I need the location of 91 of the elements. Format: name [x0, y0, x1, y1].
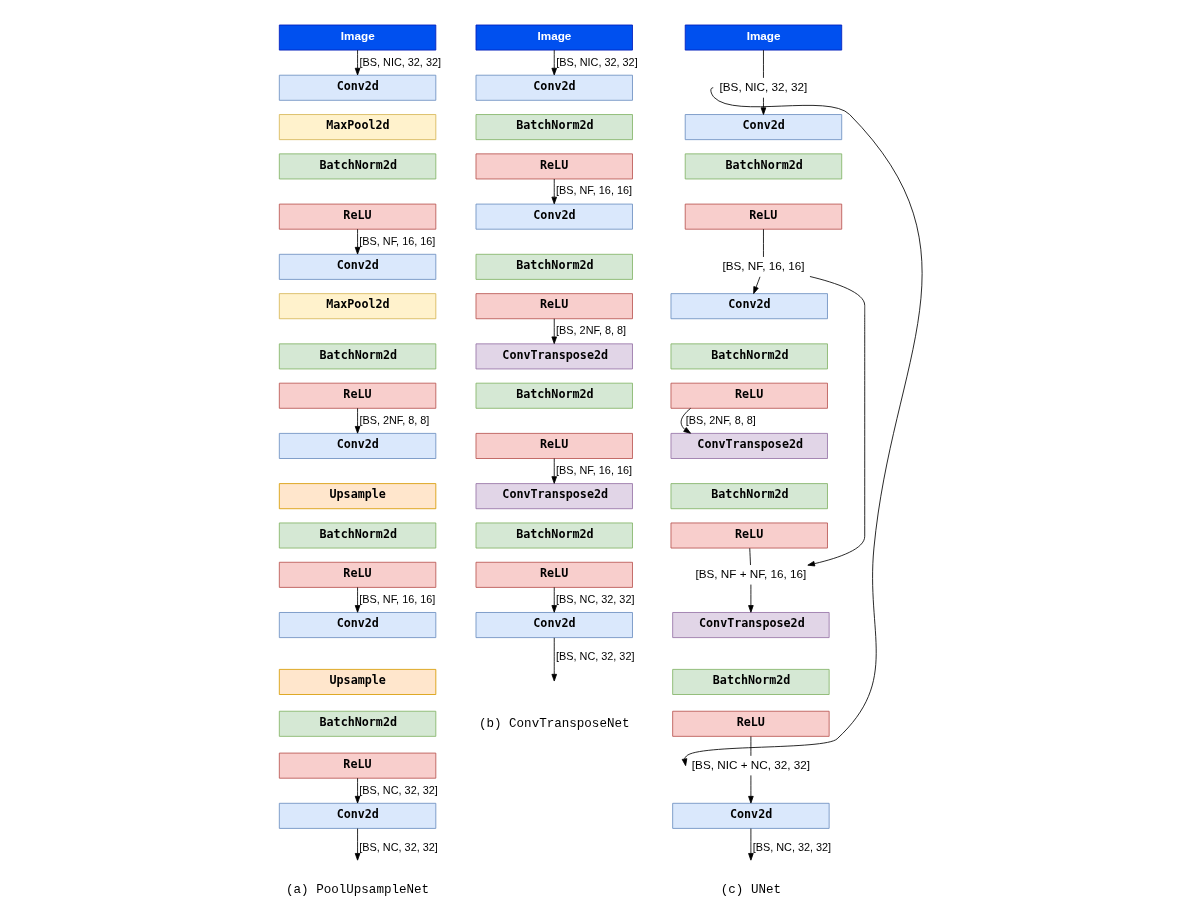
node-box: ReLU [278, 752, 437, 779]
arrow [551, 458, 557, 484]
node-box: ReLU [670, 522, 828, 549]
node-box: Conv2d [278, 612, 437, 638]
node-box: Conv2d [672, 802, 830, 829]
arrow [551, 318, 557, 344]
node-box: Conv2d [278, 802, 437, 829]
label: (b) ConvTransposeNet [478, 716, 630, 731]
node-box: Upsample [278, 483, 437, 510]
arrow [354, 828, 361, 861]
node-box: Conv2d [278, 432, 437, 459]
node-text: [BS, NF + NF, 16, 16] [695, 566, 807, 580]
node-box: BatchNorm2d [475, 114, 633, 141]
arrow [760, 97, 767, 115]
arrow [354, 777, 361, 804]
connector [749, 547, 751, 566]
node-box: ReLU [672, 710, 830, 737]
node-text: [BS, NF, 16, 16] [722, 258, 805, 272]
label: (a) PoolUpsampleNet [286, 883, 430, 898]
arrow [753, 276, 761, 295]
arrow [551, 587, 557, 613]
node-box: Image [278, 24, 437, 51]
node-box: ReLU [278, 203, 437, 230]
connector [763, 49, 764, 79]
node-box: ReLU [475, 432, 633, 459]
node-box: Upsample [278, 669, 437, 695]
arrow [680, 407, 691, 434]
node-box: ReLU [278, 382, 437, 409]
node-box: BatchNorm2d [278, 710, 437, 737]
node-text: [BS, NIC + NC, 32, 32] [691, 757, 810, 771]
node-box: Conv2d [475, 203, 633, 230]
node-box: ReLU [278, 561, 437, 588]
node-box: MaxPool2d [278, 293, 437, 320]
node-box: BatchNorm2d [278, 343, 437, 370]
node-box: BatchNorm2d [278, 153, 437, 180]
node-box: Conv2d [278, 74, 437, 101]
edge-label: [BS, NC, 32, 32] [359, 840, 438, 853]
node-box: ReLU [475, 153, 633, 180]
edge-label: [BS, 2NF, 8, 8] [685, 413, 756, 426]
node-box: Conv2d [684, 114, 843, 141]
edge-label: [BS, NC, 32, 32] [752, 840, 832, 853]
edge-label: [BS, 2NF, 8, 8] [359, 413, 430, 426]
arrow [551, 49, 557, 76]
node-box: Conv2d [475, 74, 633, 101]
arrow [748, 828, 754, 861]
edge-label: [BS, NF, 16, 16] [359, 592, 436, 605]
node-text: [BS, NIC, 32, 32] [719, 79, 808, 93]
node-box: BatchNorm2d [670, 343, 828, 370]
edge-label: [BS, NF, 16, 16] [555, 184, 633, 197]
edge-label: [BS, NF, 16, 16] [555, 463, 633, 476]
label: (c) UNet [720, 883, 782, 898]
node-box: BatchNorm2d [684, 153, 843, 180]
node-box: Conv2d [475, 612, 633, 638]
node-box: ConvTranspose2d [475, 343, 633, 370]
arrow [748, 584, 754, 613]
edge-label: [BS, NC, 32, 32] [556, 649, 635, 662]
node-box: BatchNorm2d [278, 522, 437, 549]
node-box: Image [684, 24, 843, 51]
node-box: ReLU [670, 382, 828, 409]
connector [763, 228, 764, 258]
edge-label: [BS, 2NF, 8, 8] [556, 324, 627, 337]
node-box: BatchNorm2d [475, 382, 633, 409]
node-box: ConvTranspose2d [475, 483, 633, 510]
edge-label: [BS, NC, 32, 32] [556, 592, 635, 605]
edge-label: [BS, NC, 32, 32] [359, 783, 438, 796]
node-box: Conv2d [670, 293, 828, 320]
arrow [748, 774, 754, 804]
node-box: ReLU [475, 561, 633, 588]
node-box: ReLU [475, 293, 633, 320]
edge-label: [BS, NF, 16, 16] [359, 234, 436, 247]
arrow [354, 49, 361, 76]
node-box: Image [475, 24, 633, 51]
node-box: BatchNorm2d [475, 253, 633, 280]
node-box: ConvTranspose2d [670, 432, 828, 459]
node-box: ConvTranspose2d [672, 612, 830, 638]
arrow [354, 407, 361, 434]
node-box: ReLU [684, 203, 843, 230]
node-box: BatchNorm2d [475, 522, 633, 549]
arrow [681, 87, 923, 767]
node-box: MaxPool2d [278, 114, 437, 141]
arrow [354, 228, 361, 255]
arrow [551, 178, 557, 205]
arrow [354, 587, 361, 613]
edge-label: [BS, NIC, 32, 32] [359, 55, 441, 68]
edge-label: [BS, NIC, 32, 32] [556, 55, 638, 68]
node-box: BatchNorm2d [670, 483, 828, 510]
connector [750, 736, 752, 757]
arrow [551, 637, 557, 682]
arrow [807, 276, 866, 567]
node-box: BatchNorm2d [672, 669, 830, 695]
node-box: Conv2d [278, 253, 437, 280]
